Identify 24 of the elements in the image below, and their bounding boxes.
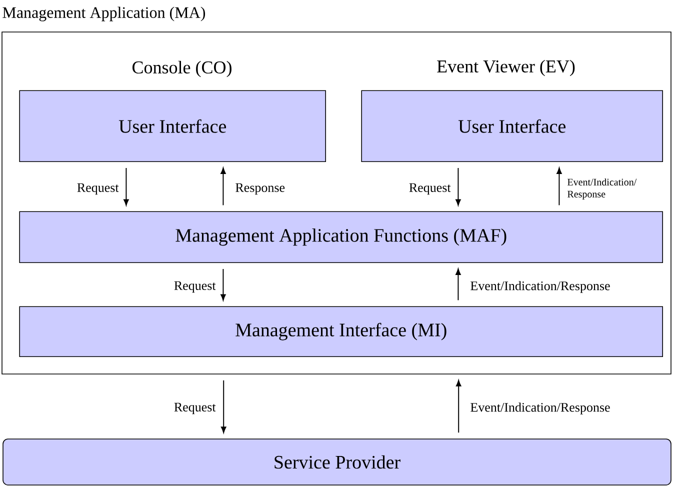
- edge-label: Response: [236, 183, 285, 195]
- provider-box: Service Provider: [2, 438, 672, 486]
- edge-label: Event/Indication/ Response: [567, 178, 637, 200]
- edge-label: Request: [409, 183, 451, 195]
- arrow: [124, 168, 129, 206]
- edge-label: Request: [174, 281, 216, 293]
- component-box: User Interface: [361, 90, 663, 162]
- arrow: [220, 268, 226, 301]
- arrow: [556, 168, 562, 206]
- edge-label: Request: [77, 183, 119, 195]
- heading: Console (CO): [132, 60, 232, 78]
- component-box: User Interface: [19, 90, 326, 162]
- component-box: Management Interface (MI): [19, 306, 663, 357]
- arrow: [220, 168, 226, 206]
- edge-label: Request: [174, 402, 216, 414]
- edge-label: Event/Indication/Response: [470, 281, 610, 293]
- arrow: [220, 380, 226, 434]
- component-box: Management Application Functions (MAF): [19, 211, 663, 263]
- heading: Management Application (MA): [2, 6, 206, 22]
- arrow: [456, 380, 462, 434]
- arrow: [456, 268, 461, 301]
- heading: Event Viewer (EV): [437, 60, 575, 76]
- edge-label: Event/Indication/Response: [470, 402, 610, 414]
- arrow: [456, 168, 461, 206]
